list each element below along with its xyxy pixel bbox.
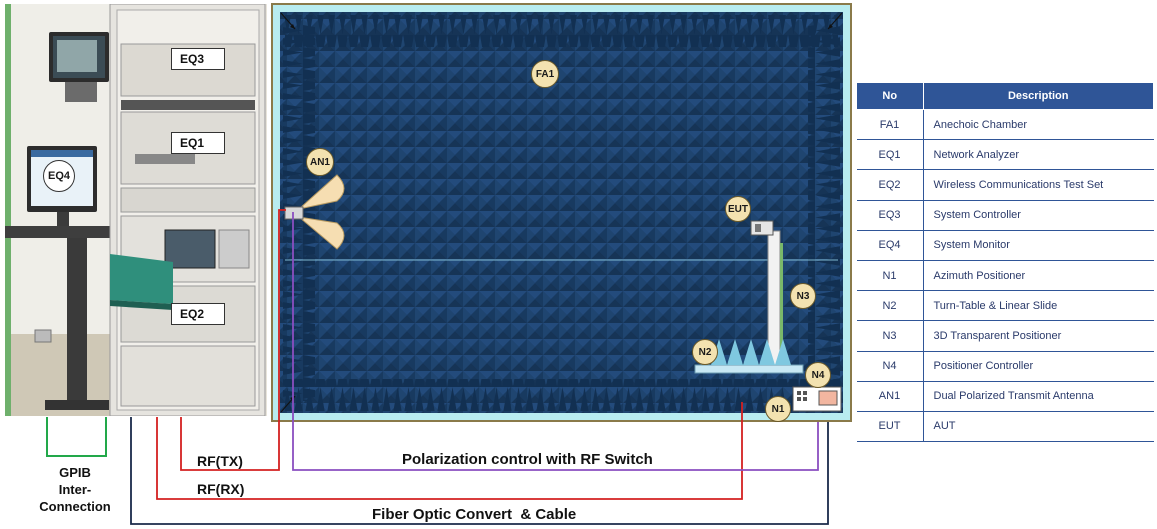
legend-desc: Turn-Table & Linear Slide bbox=[923, 290, 1154, 322]
rf-rx-label: RF(RX) bbox=[197, 481, 245, 497]
legend-desc: Wireless Communications Test Set bbox=[923, 169, 1154, 201]
turntable-linear-slide bbox=[694, 339, 804, 374]
gpib-cable-line bbox=[46, 417, 107, 457]
legend-no: N3 bbox=[856, 320, 924, 352]
n2-label: N2 bbox=[692, 339, 718, 365]
gpib-label-line2: Inter- bbox=[58, 482, 92, 497]
eq1-label: EQ1 bbox=[171, 132, 225, 154]
n1-label: N1 bbox=[765, 396, 791, 422]
polarization-cable-line bbox=[292, 212, 819, 471]
legend-no: N1 bbox=[856, 260, 924, 292]
legend-no: FA1 bbox=[856, 109, 924, 141]
eq3-label: EQ3 bbox=[171, 48, 225, 70]
legend-no: EUT bbox=[856, 411, 924, 443]
fiber-optic-label: Fiber Optic Convert & Cable bbox=[372, 506, 577, 523]
eq4-label: EQ4 bbox=[43, 160, 75, 192]
dual-polarized-antenna bbox=[284, 174, 345, 250]
gpib-label-line3: Connection bbox=[39, 499, 111, 514]
fiber-optic-cable-line bbox=[130, 417, 829, 525]
fa1-label: FA1 bbox=[531, 60, 559, 88]
eut-label: EUT bbox=[725, 196, 751, 222]
legend-desc: System Controller bbox=[923, 200, 1154, 231]
equipment-photo-illustration bbox=[5, 4, 267, 416]
n3-label: N3 bbox=[790, 283, 816, 309]
anechoic-chamber-diagram bbox=[271, 3, 852, 422]
legend-no: EQ3 bbox=[856, 200, 924, 231]
rf-rx-cable-line bbox=[156, 402, 743, 500]
legend-no: N2 bbox=[856, 290, 924, 322]
eq2-label: EQ2 bbox=[171, 303, 225, 325]
n4-label: N4 bbox=[805, 362, 831, 388]
legend-no: N4 bbox=[856, 351, 924, 382]
legend-no: EQ2 bbox=[856, 169, 924, 201]
legend-desc: Anechoic Chamber bbox=[923, 109, 1154, 141]
legend-no: EQ4 bbox=[856, 230, 924, 261]
legend-desc: Positioner Controller bbox=[923, 351, 1154, 382]
legend-header-row: No Description bbox=[856, 82, 1154, 110]
legend-desc: AUT bbox=[923, 411, 1154, 443]
legend-header-description: Description bbox=[922, 82, 1154, 110]
legend-desc: 3D Transparent Positioner bbox=[923, 320, 1154, 352]
legend-desc: Network Analyzer bbox=[923, 139, 1154, 171]
gpib-label-line1: GPIB bbox=[59, 465, 91, 480]
chamber-illustration bbox=[271, 3, 852, 422]
an1-label: AN1 bbox=[306, 148, 334, 176]
legend-desc: Dual Polarized Transmit Antenna bbox=[923, 381, 1154, 412]
legend-desc: System Monitor bbox=[923, 230, 1154, 261]
positioner-controller bbox=[792, 386, 842, 412]
gpib-label: GPIB Inter- Connection bbox=[34, 464, 116, 515]
polarization-label: Polarization control with RF Switch bbox=[402, 451, 653, 468]
legend-header-no: No bbox=[856, 82, 924, 110]
rf-tx-cable-line bbox=[180, 209, 286, 471]
legend-no: AN1 bbox=[856, 381, 924, 412]
equipment-photo bbox=[5, 4, 267, 416]
rf-tx-label: RF(TX) bbox=[197, 453, 243, 469]
legend-no: EQ1 bbox=[856, 139, 924, 171]
legend-desc: Azimuth Positioner bbox=[923, 260, 1154, 292]
